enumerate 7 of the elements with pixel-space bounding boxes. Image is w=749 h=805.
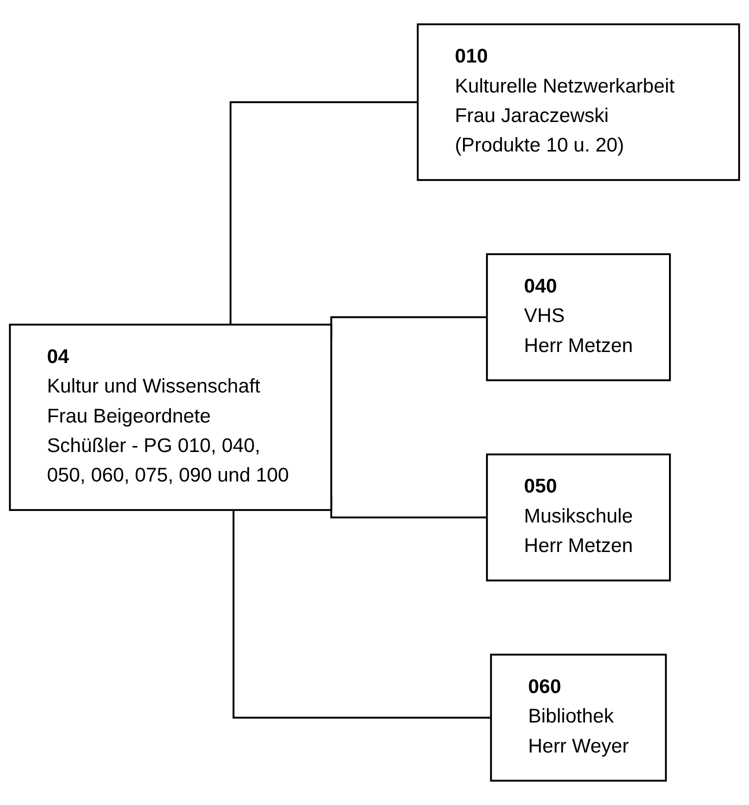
connector: [232, 510, 491, 719]
node-box: 040 VHS Herr Metzen: [486, 253, 671, 382]
node-box: 050 Musikschule Herr Metzen: [486, 453, 671, 582]
connector: [230, 101, 418, 325]
node-box: 010 Kulturelle Netzwerkarbeit Frau Jaraczewski (Produkte 10 u. 20): [416, 23, 740, 181]
node-box: 060 Bibliothek Herr Weyer: [490, 654, 667, 782]
node-box: 04 Kultur und Wissenschaft Frau Beigeordnete Schüßler - PG 010, 040, 050, 060, 075, 090 und 100: [8, 324, 332, 511]
